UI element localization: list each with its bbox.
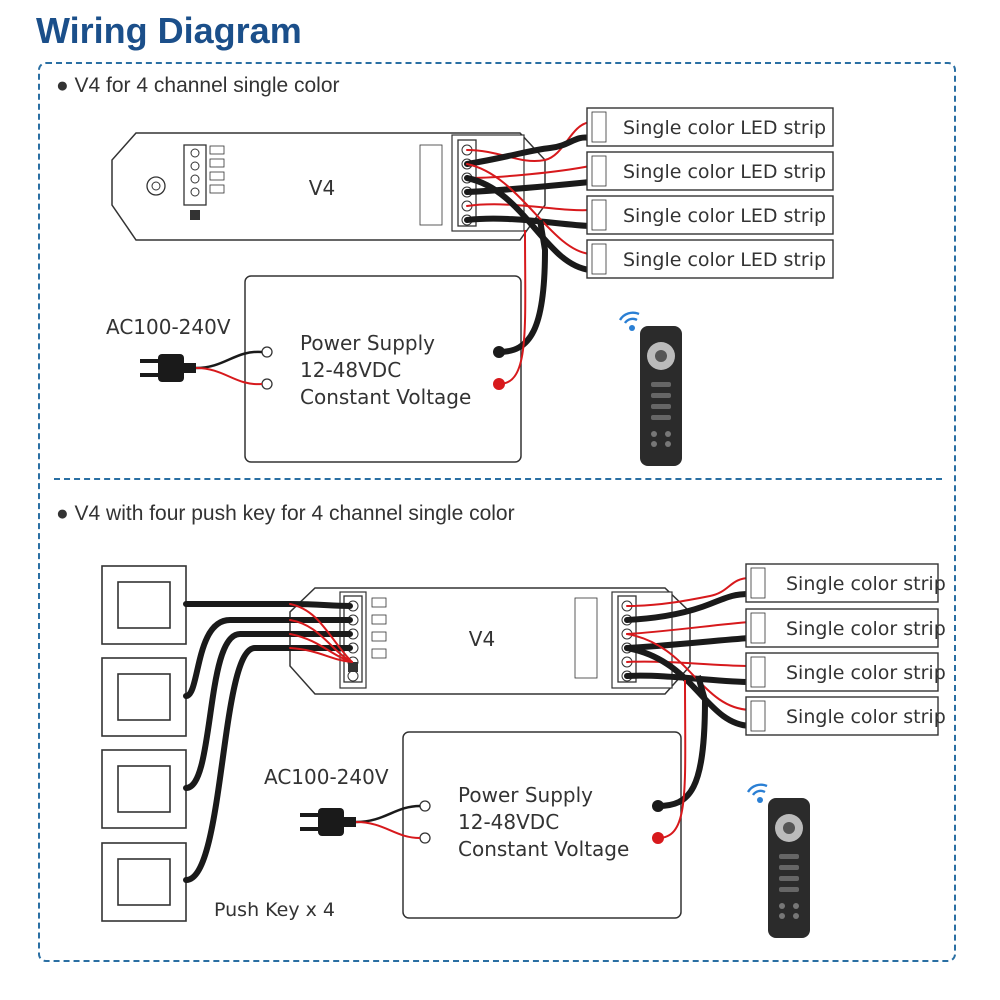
section1-led-strip-label: Single color LED strip (623, 117, 826, 139)
section1-output-wires (464, 121, 593, 273)
section1-ps-line1: Power Supply (300, 331, 435, 355)
section1-led-strip-label: Single color LED strip (623, 249, 826, 271)
section2-dc-red-wire (657, 679, 687, 839)
section2-title: ● V4 with four push key for 4 channel si… (56, 502, 515, 525)
section1-wireless-icon (618, 311, 641, 333)
section2-push-key-wires (183, 601, 353, 883)
push-key-icon (101, 749, 187, 829)
section2-power-supply (402, 731, 682, 919)
push-key-icon (101, 565, 187, 645)
section2-strip-label: Single color strip (786, 618, 946, 640)
section2-dc-black-wire (657, 675, 709, 809)
section2-controller-label: V4 (469, 627, 495, 651)
push-key-icon (101, 657, 187, 737)
push-key-icon (101, 842, 187, 922)
section1-ac-label: AC100-240V (106, 315, 231, 339)
section1-title: ● V4 for 4 channel single color (56, 74, 340, 97)
section2-strip-label: Single color strip (786, 662, 946, 684)
section2-ps-line1: Power Supply (458, 783, 593, 807)
section1-ps-line3: Constant Voltage (300, 385, 471, 409)
section2-output-wires (624, 577, 753, 729)
page-title: Wiring Diagram (36, 10, 302, 51)
diagram-frame (38, 62, 956, 962)
section1-dc-black-wire (498, 219, 549, 355)
section1-remote-icon (640, 326, 682, 466)
section2-push-keys (101, 565, 187, 922)
section1-dc-red-wire (498, 229, 527, 385)
section2-strip-label: Single color strip (786, 573, 946, 595)
section2-led-strips (745, 563, 939, 736)
section2-strip-label: Single color strip (786, 706, 946, 728)
section2-wireless-icon (746, 783, 769, 805)
section1-led-strip-label: Single color LED strip (623, 205, 826, 227)
section2-ac-label: AC100-240V (264, 765, 389, 789)
section1-plug-icon (140, 354, 196, 382)
section-divider (54, 478, 942, 480)
section2-ps-line3: Constant Voltage (458, 837, 629, 861)
section2-plug-icon (300, 808, 356, 836)
section1-controller-label: V4 (309, 176, 335, 200)
section2-remote-icon (768, 798, 810, 938)
section2-ps-line2: 12-48VDC (458, 810, 559, 834)
section1-ps-line2: 12-48VDC (300, 358, 401, 382)
section2-push-key-label: Push Key x 4 (214, 899, 335, 921)
section1-led-strips (586, 107, 834, 279)
section1-led-strip-label: Single color LED strip (623, 161, 826, 183)
